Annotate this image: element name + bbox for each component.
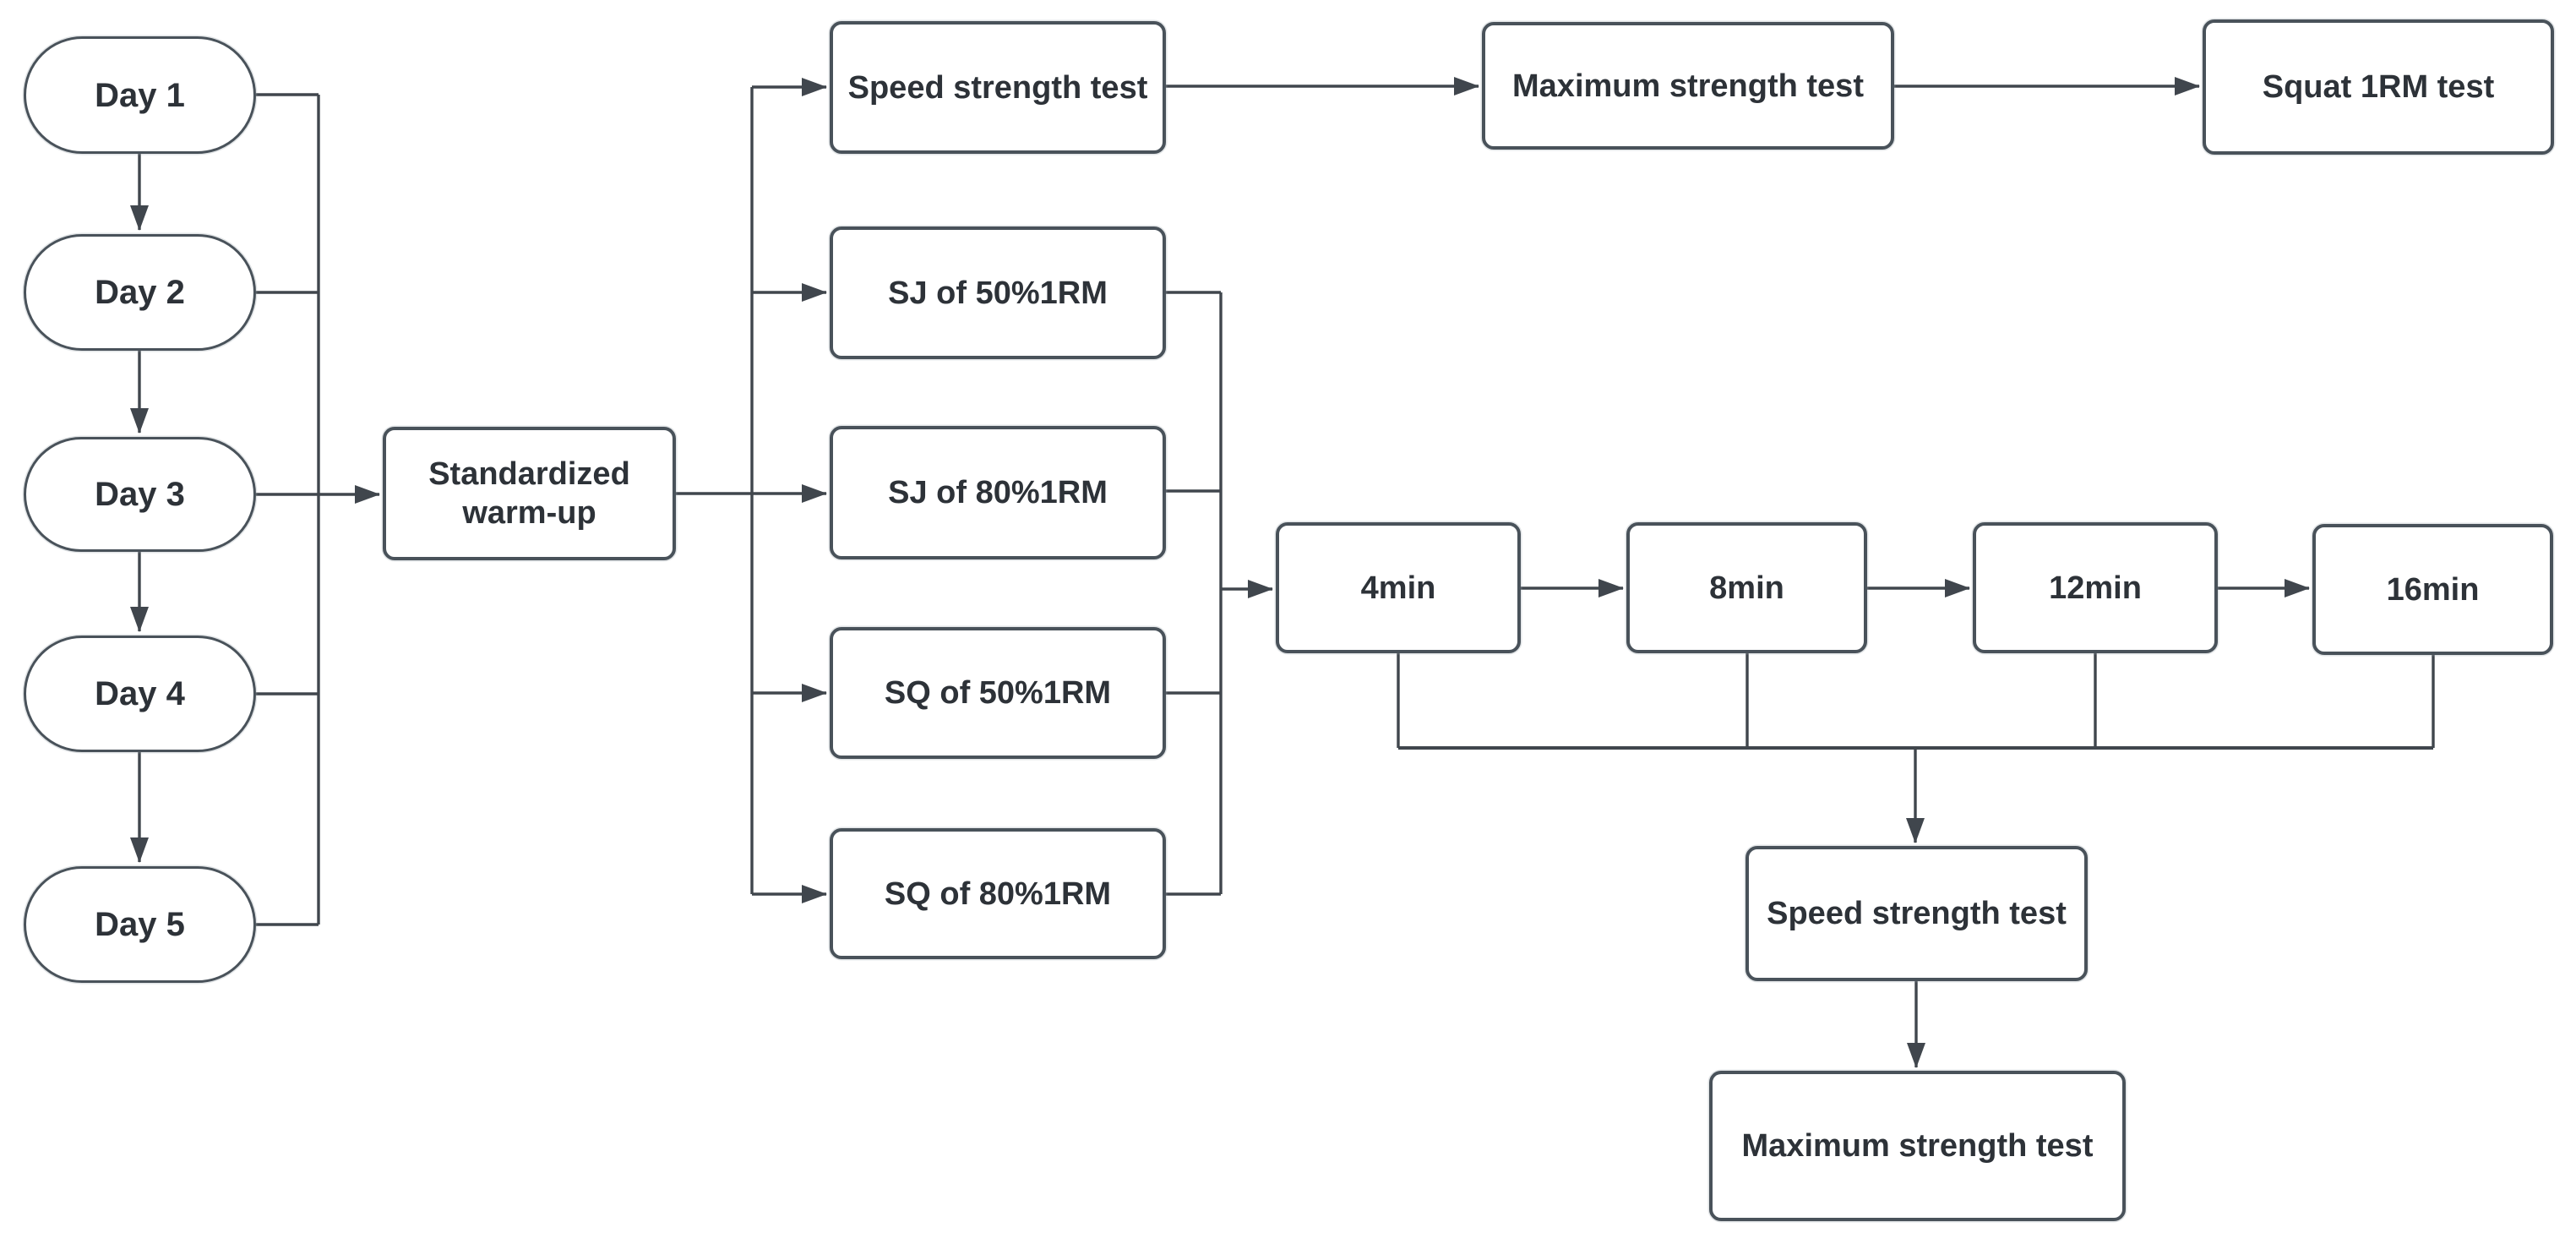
node-speed-strength-test-bottom: Speed strength test [1745,846,2088,981]
node-sq-50: SQ of 50%1RM [830,627,1166,759]
node-sq-80: SQ of 80%1RM [830,828,1166,959]
node-sj-80: SJ of 80%1RM [830,426,1166,559]
node-maximum-strength-test-bottom: Maximum strength test [1709,1071,2126,1221]
node-maximum-strength-test-bottom-label: Maximum strength test [1741,1128,2094,1164]
node-sj-80-label: SJ of 80%1RM [888,475,1108,510]
node-day-3: Day 3 [24,437,256,552]
node-maximum-strength-test-top-label: Maximum strength test [1512,68,1864,104]
node-speed-strength-test-top-label: Speed strength test [847,69,1148,106]
node-day-1-label: Day 1 [95,76,185,114]
node-sq-80-label: SQ of 80%1RM [884,876,1112,912]
node-day-3-label: Day 3 [95,476,185,513]
node-speed-strength-test-top: Speed strength test [830,21,1166,154]
node-standardized-warmup-label: Standardized warm-up [428,456,630,531]
node-day-1: Day 1 [24,36,256,154]
node-squat-1rm-test-label: Squat 1RM test [2262,69,2495,105]
node-squat-1rm-test: Squat 1RM test [2203,19,2554,155]
node-maximum-strength-test-top: Maximum strength test [1482,22,1894,150]
node-interval-12min: 12min [1973,522,2218,653]
node-interval-8min: 8min [1626,522,1867,653]
node-interval-16min-label: 16min [2386,571,2480,608]
node-day-5: Day 5 [24,866,256,983]
node-day-4: Day 4 [24,636,256,752]
node-sj-50: SJ of 50%1RM [830,226,1166,359]
node-interval-8min-label: 8min [1709,570,1784,606]
node-day-2-label: Day 2 [95,274,185,311]
node-day-4-label: Day 4 [95,675,185,712]
node-day-2: Day 2 [24,234,256,351]
node-interval-4min-label: 4min [1360,570,1436,606]
node-standardized-warmup: Standardized warm-up [383,427,676,560]
node-interval-4min: 4min [1276,522,1521,653]
node-interval-16min: 16min [2312,524,2553,655]
node-sq-50-label: SQ of 50%1RM [884,675,1112,711]
node-sj-50-label: SJ of 50%1RM [888,275,1108,311]
node-day-5-label: Day 5 [95,906,185,943]
node-speed-strength-test-bottom-label: Speed strength test [1767,896,2067,931]
node-interval-12min-label: 12min [2049,570,2142,606]
